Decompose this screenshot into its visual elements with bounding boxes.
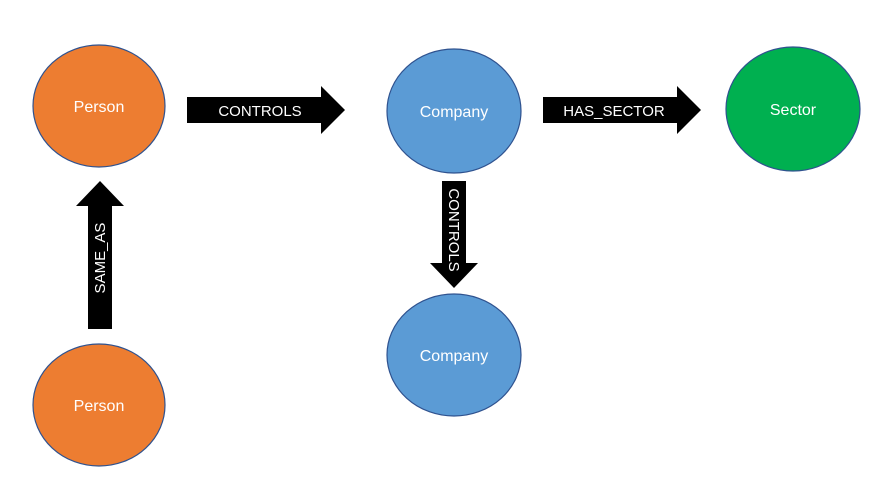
node-sector: Sector (725, 46, 861, 172)
node-company-top: Company (386, 48, 522, 174)
arrow-down-shape (430, 181, 478, 288)
edge-label-has-sector: HAS_SECTOR (563, 103, 665, 120)
node-label-sector: Sector (770, 102, 817, 119)
edge-person-controls-company: CONTROLS (187, 86, 345, 134)
node-person-bottom: Person (32, 343, 166, 467)
edge-label-same-as: SAME_AS (92, 223, 109, 294)
edge-company-controls-company: CONTROLS (430, 181, 478, 288)
edge-company-has-sector: HAS_SECTOR (543, 86, 701, 134)
sector-circle (725, 46, 861, 172)
arrow-right-shape (543, 86, 701, 134)
node-person-top: Person (32, 44, 166, 168)
edge-person-same-as-person: SAME_AS (76, 181, 124, 329)
node-label-company: Company (420, 348, 488, 365)
node-company-bottom: Company (386, 293, 522, 417)
arrow-right-shape (187, 86, 345, 134)
node-label-person: Person (74, 99, 125, 116)
edge-label-controls-vertical: CONTROLS (445, 188, 462, 271)
person-circle (32, 44, 166, 168)
arrow-up-shape (76, 181, 124, 329)
company-circle (386, 293, 522, 417)
person-circle (32, 343, 166, 467)
node-label-company: Company (420, 104, 488, 121)
company-circle (386, 48, 522, 174)
edge-label-controls: CONTROLS (218, 103, 301, 120)
node-label-person: Person (74, 398, 125, 415)
